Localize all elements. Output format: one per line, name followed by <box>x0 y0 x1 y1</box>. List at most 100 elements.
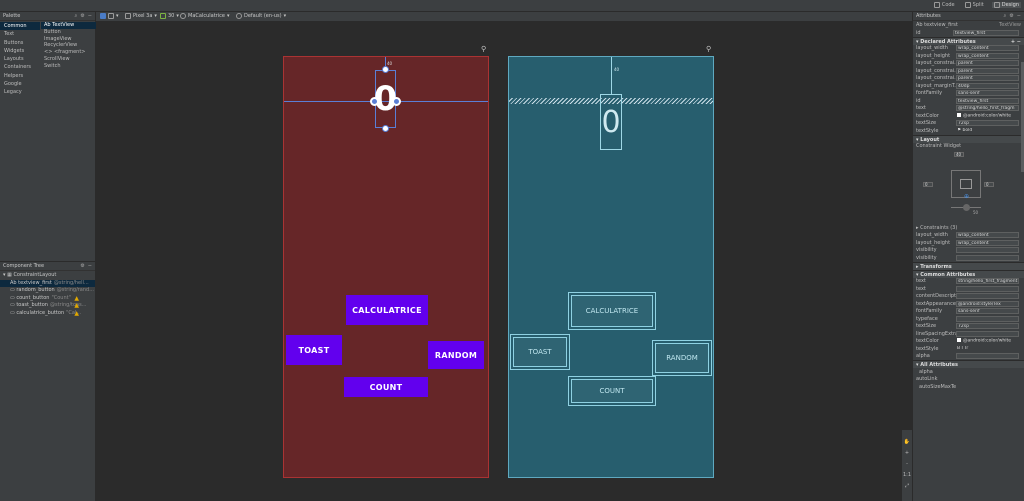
declared-attributes-header[interactable]: ▾ Declared Attributes+ − <box>913 36 1024 45</box>
palette-category[interactable]: Layouts <box>4 56 24 63</box>
design-surface-icon[interactable] <box>100 13 106 19</box>
attribute-row[interactable]: autoLink <box>916 376 938 383</box>
calculatrice-button-blueprint[interactable]: CALCULATRICE <box>568 292 656 330</box>
pin-icon[interactable]: ⚲ <box>481 45 487 53</box>
attribute-row[interactable]: textColor@android:color/white <box>916 112 1012 119</box>
attribute-row[interactable]: visibility <box>913 254 1024 262</box>
warning-icon[interactable]: ▲ <box>74 302 79 310</box>
layout-header[interactable]: ▾ Layout <box>913 134 1024 143</box>
palette-category[interactable]: Containers <box>4 64 32 71</box>
locale-dropdown[interactable]: Default (en-us) <box>244 13 282 19</box>
palette-category[interactable]: Legacy <box>4 89 22 96</box>
design-mode-button[interactable]: Design <box>991 2 1021 8</box>
table-row[interactable]: ▭ random_button@string/rand... <box>10 287 94 294</box>
random-button-blueprint[interactable]: RANDOM <box>652 340 712 376</box>
gear-icon[interactable]: ⚙ <box>80 263 85 269</box>
warning-icon[interactable]: ▲ <box>74 294 79 302</box>
scrollbar[interactable] <box>1021 62 1024 172</box>
transforms-header[interactable]: ▸ Transforms <box>913 261 1024 270</box>
zoom-reset-button[interactable]: 1:1 <box>902 472 912 478</box>
attribute-row[interactable]: textColor@android:color/white <box>916 338 1012 345</box>
warning-icon[interactable]: ▲ <box>74 309 79 317</box>
zoom-out-icon[interactable]: - <box>906 461 908 467</box>
top-margin-dropdown[interactable]: 40 <box>954 151 964 157</box>
table-row[interactable]: Ab textview_first@string/hell... <box>0 279 95 288</box>
attribute-row[interactable]: layout_constrai...parent <box>913 75 1024 83</box>
design-preview[interactable]: 40 0 CALCULATRICE TOAST RANDOM COUNT <box>283 56 489 478</box>
api-dropdown[interactable]: 30 <box>168 13 175 19</box>
resize-handle[interactable] <box>382 66 389 73</box>
palette-item[interactable]: ImageView <box>44 35 72 42</box>
toast-button-blueprint[interactable]: TOAST <box>510 334 570 370</box>
gear-icon[interactable]: ⚙ <box>1009 13 1014 19</box>
theme-dropdown[interactable]: MaCalculatrice <box>188 13 225 19</box>
palette-item[interactable]: Button <box>44 28 61 35</box>
palette-category[interactable]: Common <box>0 22 40 31</box>
tree-root[interactable]: ▾ ▦ ConstraintLayout <box>3 272 57 278</box>
toast-button[interactable]: TOAST <box>286 335 342 365</box>
attribute-row[interactable]: layout_constrai...parent <box>913 60 1024 68</box>
palette-category[interactable]: Helpers <box>4 72 24 79</box>
attribute-row[interactable]: lineSpacingExtra <box>913 330 1024 338</box>
add-remove-icons[interactable]: + − <box>1010 38 1021 45</box>
pan-icon[interactable]: ✋ <box>903 439 911 445</box>
search-icon[interactable]: ⌕ <box>1003 13 1007 19</box>
calculatrice-button[interactable]: CALCULATRICE <box>346 295 428 325</box>
constraints-row[interactable]: ▸ Constraints (3) <box>916 224 958 231</box>
attribute-row[interactable]: textStyle⚑ bold <box>916 127 973 134</box>
gear-icon[interactable]: ⚙ <box>80 13 85 19</box>
palette-category[interactable]: Buttons <box>4 39 24 46</box>
constraint-icon[interactable]: ⊕ <box>964 192 970 200</box>
attribute-row[interactable]: layout_constrai...parent <box>913 67 1024 75</box>
minimize-icon[interactable]: − <box>87 13 92 19</box>
bias-slider-thumb[interactable] <box>963 203 970 211</box>
device-dropdown[interactable]: Pixel 3a <box>133 13 153 19</box>
pin-icon[interactable]: ⚲ <box>706 45 712 53</box>
left-margin-dropdown[interactable]: 0 <box>923 181 933 187</box>
common-attributes-header[interactable]: ▾ Common Attributes <box>913 269 1024 278</box>
textview-first-blueprint[interactable]: 0 <box>600 94 622 150</box>
table-row[interactable]: ▭ count_button"Count"▲ <box>10 294 79 302</box>
all-attributes-header[interactable]: ▾ All Attributes <box>913 360 1024 368</box>
constraint-widget[interactable]: 40 0 0 ⊕ 50 <box>913 150 1024 224</box>
attribute-row[interactable]: typeface <box>913 315 1024 323</box>
split-mode-button[interactable]: Split <box>963 2 986 8</box>
constraint-anchor[interactable] <box>370 97 379 106</box>
night-mode-dropdown[interactable]: ▾ <box>116 13 119 19</box>
count-button-blueprint[interactable]: COUNT <box>568 376 656 406</box>
table-row[interactable]: ▭ calculatrice_button"Cal...▲ <box>10 309 82 317</box>
attribute-row[interactable]: visibility <box>913 247 1024 255</box>
zoom-in-icon[interactable]: + <box>904 450 910 456</box>
palette-category[interactable]: Google <box>4 81 22 88</box>
count-button[interactable]: COUNT <box>344 377 428 397</box>
palette-item[interactable]: Switch <box>44 62 61 69</box>
minimize-icon[interactable]: − <box>1016 13 1021 19</box>
palette-item[interactable]: Ab TextView <box>41 22 96 29</box>
attribute-row[interactable]: text <box>913 285 1024 293</box>
palette-category[interactable]: Widgets <box>4 47 25 54</box>
attribute-row[interactable]: autoSizeMaxTex... <box>919 383 956 390</box>
blueprint-preview[interactable]: 40 0 CALCULATRICE TOAST RANDOM COUNT <box>508 56 714 478</box>
search-icon[interactable]: ⌕ <box>74 13 78 19</box>
attribute-row[interactable]: alpha <box>919 368 933 375</box>
zoom-fit-icon[interactable]: ⤢ <box>904 483 909 489</box>
orientation-icon[interactable] <box>108 13 114 19</box>
design-canvas[interactable]: ⚲ ⚲ 40 0 CALCULATRICE TOAST RANDOM COUNT… <box>96 22 912 501</box>
attribute-row[interactable]: textAppearance@android:style/Tex <box>913 300 1024 308</box>
id-input[interactable]: textview_first <box>953 29 1019 36</box>
palette-category[interactable]: Text <box>4 31 15 38</box>
palette-item[interactable]: RecyclerView <box>44 42 78 49</box>
palette-item[interactable]: ScrollView <box>44 55 70 62</box>
table-row[interactable]: ▭ toast_button@string/toas...▲ <box>10 302 87 310</box>
minimize-icon[interactable]: − <box>87 263 92 269</box>
code-mode-button[interactable]: Code <box>932 2 957 8</box>
